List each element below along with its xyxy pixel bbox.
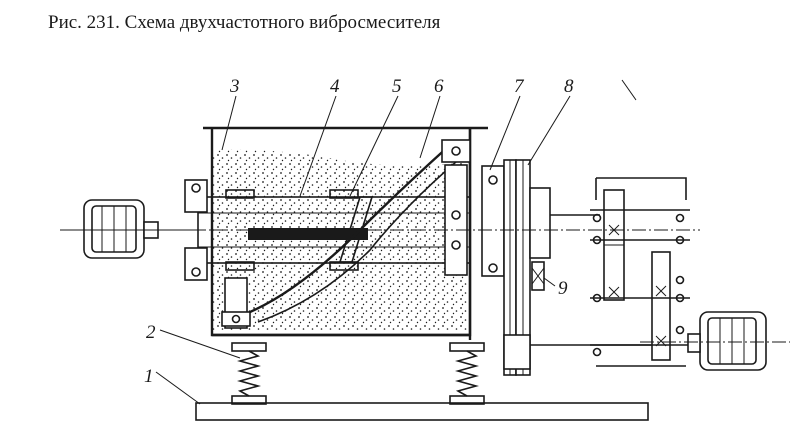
vibrator-gearbox <box>550 177 700 367</box>
label-2: 2 <box>146 322 156 343</box>
label-8: 8 <box>564 76 574 97</box>
label-1: 1 <box>144 366 154 387</box>
spring-left <box>231 342 267 405</box>
label-9: 9 <box>558 278 568 299</box>
lower-belt <box>503 334 652 370</box>
right-bearings <box>441 139 471 276</box>
figure-caption: Рис. 231. Схема двухчастотного вибросмес… <box>48 12 441 33</box>
label-6: 6 <box>434 76 444 97</box>
label-4: 4 <box>330 76 340 97</box>
pulley-assembly <box>481 159 551 376</box>
left-motor <box>72 199 198 259</box>
spring-right <box>449 342 485 405</box>
right-motor <box>640 311 790 371</box>
base-plate <box>195 402 649 421</box>
label-7: 7 <box>514 76 525 97</box>
label-3: 3 <box>229 76 240 97</box>
label-5: 5 <box>392 76 402 97</box>
left-bearings <box>184 179 251 329</box>
leader-lines <box>155 79 637 405</box>
